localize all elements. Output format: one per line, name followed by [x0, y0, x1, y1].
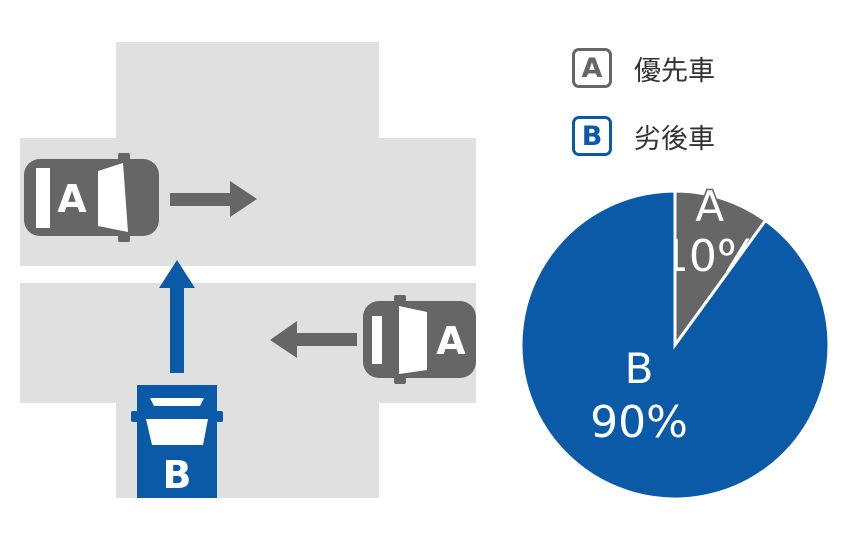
legend-item-secondary: B 劣後車 — [572, 116, 715, 156]
pie-label-b: B — [625, 344, 654, 393]
legend-label-secondary: 劣後車 — [634, 123, 715, 155]
pie-value-b: 90% — [590, 397, 688, 448]
car-a-right-arrow — [270, 321, 357, 358]
legend-badge-b: B — [572, 116, 612, 156]
car-a-left-label: A — [57, 177, 87, 221]
car-b: B — [131, 385, 223, 498]
intersection-roads — [20, 42, 476, 498]
car-b-label: B — [163, 453, 192, 497]
road-vertical-upper — [116, 42, 379, 138]
legend-label-priority: 優先車 — [634, 55, 715, 87]
car-a-right-label: A — [436, 319, 466, 363]
pie-label-a: A — [695, 182, 724, 231]
legend-item-priority: A 優先車 — [572, 48, 715, 88]
car-b-arrow — [159, 260, 195, 373]
legend-badge-a: A — [572, 48, 612, 88]
car-a-right: A — [363, 295, 476, 384]
fault-ratio-pie: A10%B90% — [519, 181, 831, 501]
car-a-left: A — [24, 153, 159, 242]
pie-slice-b — [519, 189, 831, 501]
car-a-left-arrow — [170, 181, 257, 217]
pie-slice-a — [673, 189, 768, 350]
